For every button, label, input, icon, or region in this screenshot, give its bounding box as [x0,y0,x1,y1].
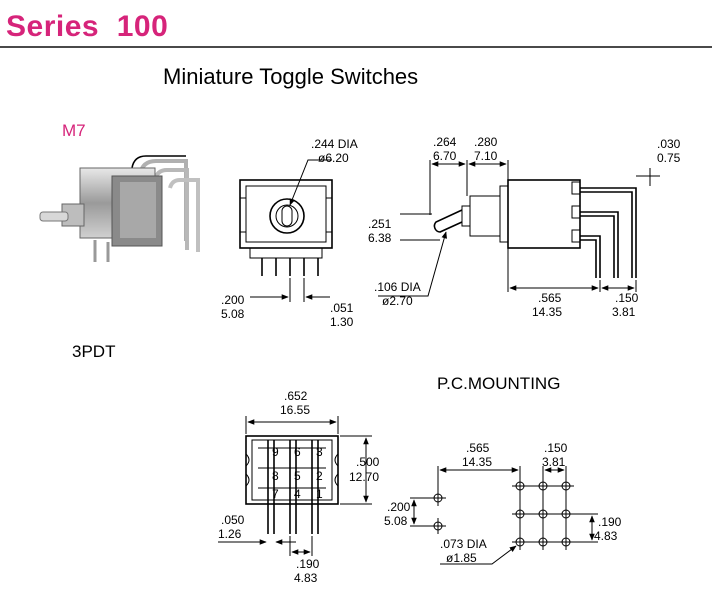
header-rule [0,46,712,48]
bottom-width-in: .652 [284,389,308,403]
bottom-pitch-mm: 4.83 [294,571,318,585]
front-view-drawing [239,159,333,302]
terminal-number: 1 [316,487,323,501]
terminal-number: 6 [294,445,301,459]
front-pin-mm: 1.30 [330,315,354,329]
pc-col-in: .150 [544,441,568,455]
terminal-number: 5 [294,469,301,483]
side-t-mm: 0.75 [657,151,681,165]
model-label: M7 [62,121,86,140]
pc-mount-mm: 5.08 [384,514,408,528]
side-body-in: .565 [538,291,562,305]
side-t-in: .030 [657,137,681,151]
side-dia-in: .106 DIA [374,280,421,294]
pc-hole-mm: ø1.85 [446,551,477,565]
side-h-in: .251 [368,217,392,231]
pc-mount-in: .200 [387,500,411,514]
pc-row-in: .190 [598,515,622,529]
side-w1-mm: 6.70 [433,149,457,163]
terminal-numbers: 9 6 3 8 5 2 7 4 1 [272,445,323,501]
pc-hole-in: .073 DIA [440,537,487,551]
front-pitch-in: .200 [221,293,245,307]
bottom-width-mm: 16.55 [280,403,310,417]
pc-span-mm: 14.35 [462,455,492,469]
side-w2-mm: 7.10 [474,149,498,163]
page-subtitle: Miniature Toggle Switches [163,64,419,89]
pc-col-mm: 3.81 [542,455,566,469]
front-dia-in: .244 DIA [311,137,358,151]
terminal-number: 7 [272,487,279,501]
pc-hole-layout [410,466,598,565]
terminal-number: 4 [294,487,301,501]
bottom-view-drawing [218,416,372,556]
front-pin-in: .051 [330,301,354,315]
pc-span-in: .565 [466,441,490,455]
front-pitch-mm: 5.08 [221,307,245,321]
bottom-height-mm: 12.70 [349,470,379,484]
terminal-number: 9 [272,445,279,459]
switch-photo [39,155,200,262]
bottom-pin-mm: 1.26 [218,527,242,541]
terminal-number: 8 [272,469,279,483]
side-body-mm: 14.35 [532,305,562,319]
side-pin-in: .150 [615,291,639,305]
terminal-number: 2 [316,469,323,483]
side-w2-in: .280 [474,135,498,149]
bottom-pin-in: .050 [221,513,245,527]
side-h-mm: 6.38 [368,231,392,245]
front-dia-mm: ø6.20 [318,151,349,165]
bottom-pitch-in: .190 [296,557,320,571]
side-dia-mm: ø2.70 [382,294,413,308]
pc-mounting-title: P.C.MOUNTING [437,374,561,393]
side-pin-mm: 3.81 [612,305,636,319]
terminal-number: 3 [316,445,323,459]
side-view-drawing [378,160,660,297]
pole-type-label: 3PDT [72,342,116,361]
pc-row-mm: 4.83 [594,529,618,543]
series-title: Series 100 [6,10,169,43]
side-w1-in: .264 [433,135,457,149]
bottom-height-in: .500 [356,455,380,469]
